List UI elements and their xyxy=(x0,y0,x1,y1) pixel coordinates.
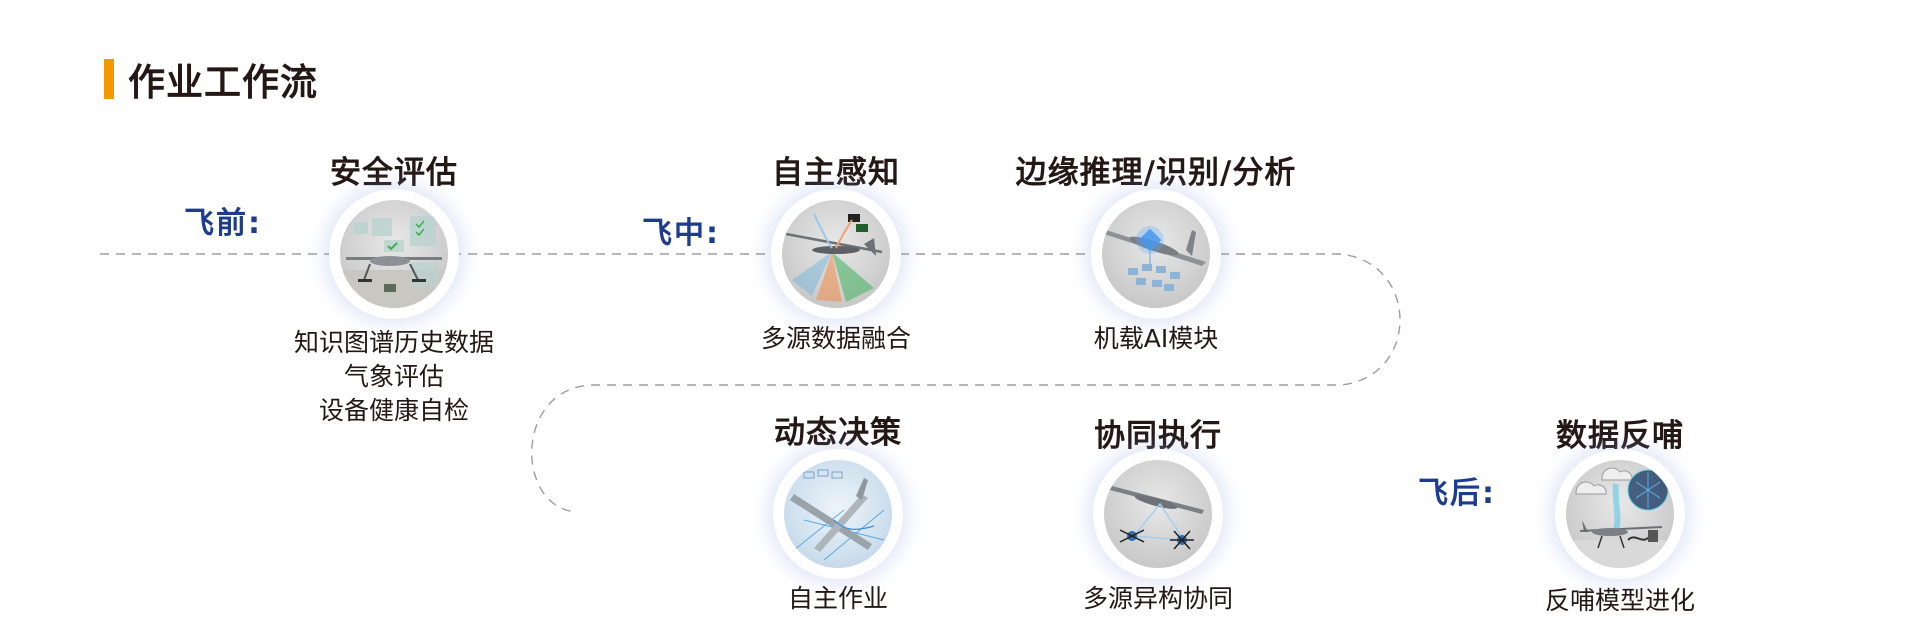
drone-safety-assessment-icon xyxy=(340,200,448,308)
node-image-frame xyxy=(1091,189,1221,319)
phase-label-postflight: 飞后: xyxy=(1418,476,1496,511)
node-description: 多源数据融合 xyxy=(761,322,911,356)
node-heading: 协同执行 xyxy=(1094,418,1222,454)
node-heading: 边缘推理/识别/分析 xyxy=(1015,155,1297,191)
node-image-frame xyxy=(1093,449,1223,579)
node-description: 机载AI模块 xyxy=(1094,322,1218,356)
node-desc-line: 气象评估 xyxy=(343,362,445,391)
node-desc-line: 机载AI模块 xyxy=(1093,324,1219,353)
node-desc-line: 多源异构协同 xyxy=(1082,584,1234,613)
node-heading: 安全评估 xyxy=(330,155,458,191)
phase-label-inflight: 飞中: xyxy=(642,216,720,251)
node-heading: 数据反哺 xyxy=(1556,418,1684,454)
section-title: 作业工作流 xyxy=(104,58,318,104)
node-image-frame xyxy=(329,189,459,319)
node-description: 多源异构协同 xyxy=(1083,582,1233,616)
drone-swarm-collaboration-icon xyxy=(1104,460,1212,568)
drone-cloud-model-feedback-icon xyxy=(1566,460,1674,568)
drone-route-planning-icon xyxy=(784,460,892,568)
node-image-frame xyxy=(773,449,903,579)
node-desc-line: 设备健康自检 xyxy=(318,396,470,425)
drone-onboard-ai-chip-icon xyxy=(1102,200,1210,308)
node-description: 自主作业 xyxy=(788,582,888,616)
node-image-frame xyxy=(1555,449,1685,579)
node-desc-line: 自主作业 xyxy=(787,584,889,613)
node-heading: 动态决策 xyxy=(774,415,902,451)
node-heading: 自主感知 xyxy=(772,155,900,191)
node-image-frame xyxy=(771,189,901,319)
node-desc-line: 反哺模型进化 xyxy=(1544,586,1696,615)
node-description: 反哺模型进化 xyxy=(1545,584,1695,618)
page-title: 作业工作流 xyxy=(128,61,318,104)
node-description: 知识图谱历史数据 气象评估 设备健康自检 xyxy=(294,326,494,428)
drone-multi-sensor-perception-icon xyxy=(782,200,890,308)
title-accent-bar xyxy=(104,59,114,99)
node-desc-line: 知识图谱历史数据 xyxy=(293,328,495,357)
node-desc-line: 多源数据融合 xyxy=(760,324,912,353)
phase-label-preflight: 飞前: xyxy=(184,206,262,241)
